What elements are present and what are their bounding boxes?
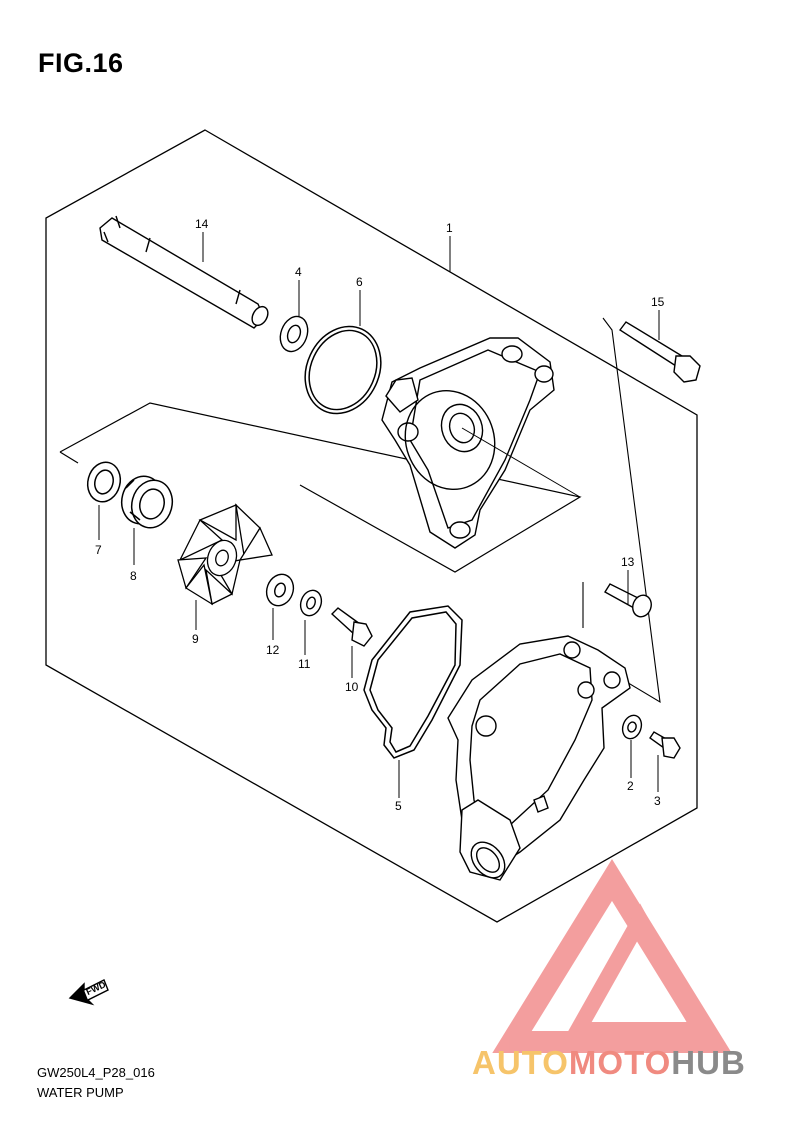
callout-14: 14	[195, 217, 209, 231]
leader-lines	[98, 232, 660, 798]
callout-8: 8	[130, 569, 137, 583]
callout-7: 7	[95, 543, 102, 557]
oil-seal-part-7	[86, 461, 122, 503]
gasket-part-5	[363, 605, 463, 759]
callout-3: 3	[654, 794, 661, 808]
bolt-part-15	[618, 321, 701, 383]
watermark-logo	[492, 859, 732, 1053]
watermark-text: AUTOMOTOHUB	[472, 1044, 746, 1082]
callout-2: 2	[627, 779, 634, 793]
callout-4: 4	[295, 265, 302, 279]
figure-title: FIG.16	[38, 48, 124, 78]
callout-15: 15	[651, 295, 665, 309]
watermark-text-auto: AUTO	[472, 1044, 569, 1081]
callout-13: 13	[621, 555, 635, 569]
bolt-group-bracket	[602, 317, 661, 704]
callout-10: 10	[345, 680, 359, 694]
callout-5: 5	[395, 799, 402, 813]
diagram-name: WATER PUMP	[37, 1085, 124, 1100]
callout-1: 1	[446, 221, 453, 235]
callout-11: 11	[298, 657, 311, 671]
callout-12: 12	[266, 643, 280, 657]
washer-part-12	[265, 573, 295, 607]
bolt-part-10	[330, 607, 373, 647]
watermark-triangle-inner	[564, 903, 714, 1038]
diagram-code: GW250L4_P28_016	[37, 1065, 155, 1080]
callout-6: 6	[356, 275, 363, 289]
assembly-boundary	[45, 129, 698, 923]
pump-case-part-1	[447, 635, 631, 881]
washer-part-11	[299, 589, 323, 617]
shaft-part-14	[99, 215, 269, 329]
washer-part-2	[621, 714, 643, 740]
callout-9: 9	[192, 632, 199, 646]
mechanical-seal-part-8	[120, 475, 174, 529]
bolt-part-3	[649, 731, 681, 759]
washer-part-4	[279, 315, 309, 353]
bolt-part-13	[604, 583, 652, 618]
watermark-text-hub: HUB	[671, 1044, 746, 1081]
pump-body-part-1	[381, 337, 555, 549]
watermark-text-moto: MOTO	[568, 1044, 672, 1081]
part-callouts: 1 2 3 4 5 6 7 8 9 10 11 12 13 14 15	[95, 217, 665, 813]
impeller-part-9	[177, 503, 273, 606]
fwd-arrow-icon: FWD	[68, 979, 109, 1006]
oring-part-6	[304, 325, 382, 415]
impeller-group-dash	[59, 451, 79, 464]
